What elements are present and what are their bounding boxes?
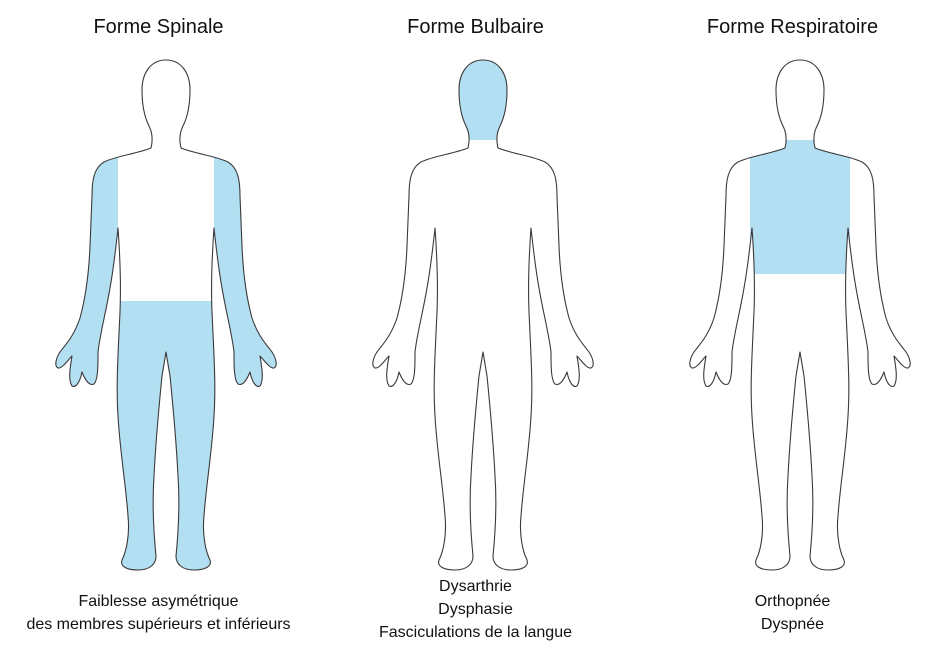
panel-title: Forme Spinale <box>0 14 317 40</box>
panel-bulbar-form: Forme Bulbaire Dysarthrie Dysphasie Fasc… <box>317 0 634 650</box>
caption-line: Dysphasie <box>317 598 634 621</box>
panel-caption: Dysarthrie Dysphasie Fasciculations de l… <box>317 575 634 644</box>
highlight-head-neck <box>443 56 523 140</box>
panel-spinal-form: Forme Spinale Faiblesse asymétrique des … <box>0 0 317 650</box>
caption-line: Fasciculations de la langue <box>317 621 634 644</box>
panel-title: Forme Bulbaire <box>317 14 634 40</box>
caption-line: des membres supérieurs et inférieurs <box>0 613 317 636</box>
caption-line: Dysarthrie <box>317 575 634 598</box>
human-body-figure <box>680 56 920 576</box>
highlight-lower-body <box>46 301 286 581</box>
caption-line: Faiblesse asymétrique <box>0 590 317 613</box>
panel-respiratory-form: Forme Respiratoire Orthopnée Dyspnée <box>634 0 951 650</box>
human-body-figure <box>363 56 603 576</box>
panel-title: Forme Respiratoire <box>634 14 951 40</box>
caption-line: Dyspnée <box>634 613 951 636</box>
panel-caption: Orthopnée Dyspnée <box>634 590 951 636</box>
panel-caption: Faiblesse asymétrique des membres supéri… <box>0 590 317 636</box>
human-body-figure <box>46 56 286 576</box>
caption-line: Orthopnée <box>634 590 951 613</box>
highlight-chest <box>750 140 850 274</box>
